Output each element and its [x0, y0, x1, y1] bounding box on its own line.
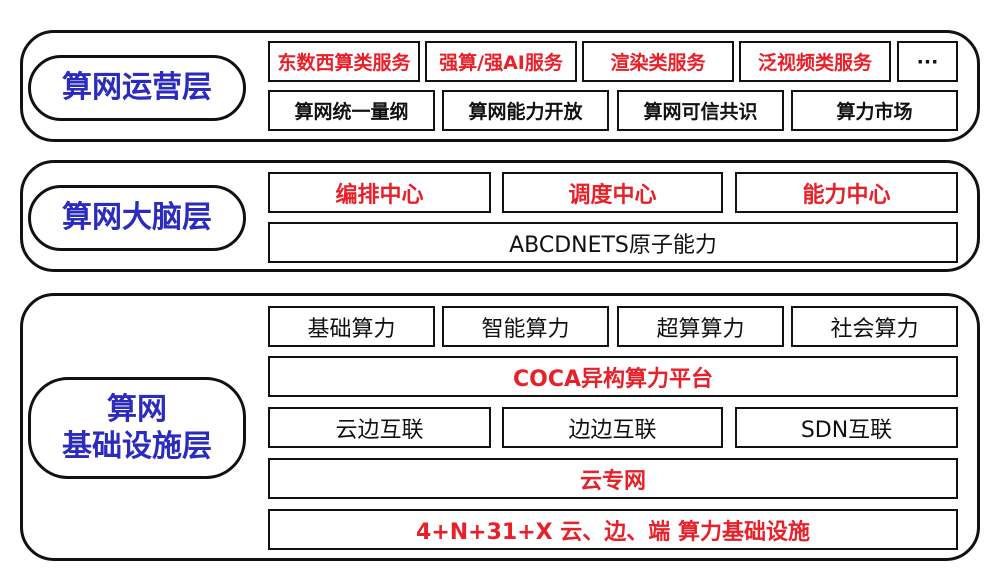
service-rendering: 渲染类服务 — [582, 41, 734, 82]
sdn-interconnect: SDN互联 — [735, 407, 958, 448]
social-compute: 社会算力 — [791, 306, 958, 347]
infrastructure-layer-title: 算网 基础设施层 — [28, 377, 246, 479]
edge-edge-interconnect: 边边互联 — [502, 407, 723, 448]
service-east-data-west-compute: 东数西算类服务 — [268, 41, 420, 82]
cloud-private-network: 云专网 — [268, 458, 958, 499]
abcdnets-atomic-capability: ABCDNETS原子能力 — [268, 222, 958, 263]
cloud-edge-interconnect: 云边互联 — [268, 407, 491, 448]
service-strong-compute-ai: 强算/强AI服务 — [425, 41, 577, 82]
service-more: ··· — [897, 41, 958, 82]
intelligent-compute: 智能算力 — [442, 306, 609, 347]
supercomputing: 超算算力 — [617, 306, 784, 347]
orchestration-center: 编排中心 — [268, 172, 491, 213]
unified-measurement: 算网统一量纲 — [268, 90, 435, 131]
capability-opening: 算网能力开放 — [442, 90, 609, 131]
capability-center: 能力中心 — [735, 172, 958, 213]
trusted-consensus: 算网可信共识 — [617, 90, 784, 131]
compute-market: 算力市场 — [791, 90, 958, 131]
coca-heterogeneous-platform: COCA异构算力平台 — [268, 356, 958, 397]
compute-infrastructure: 4+N+31+X 云、边、端 算力基础设施 — [268, 509, 958, 550]
operation-layer-title: 算网运营层 — [28, 55, 246, 121]
basic-compute: 基础算力 — [268, 306, 435, 347]
scheduling-center: 调度中心 — [502, 172, 723, 213]
brain-layer-title: 算网大脑层 — [28, 185, 246, 251]
service-pan-video: 泛视频类服务 — [739, 41, 891, 82]
